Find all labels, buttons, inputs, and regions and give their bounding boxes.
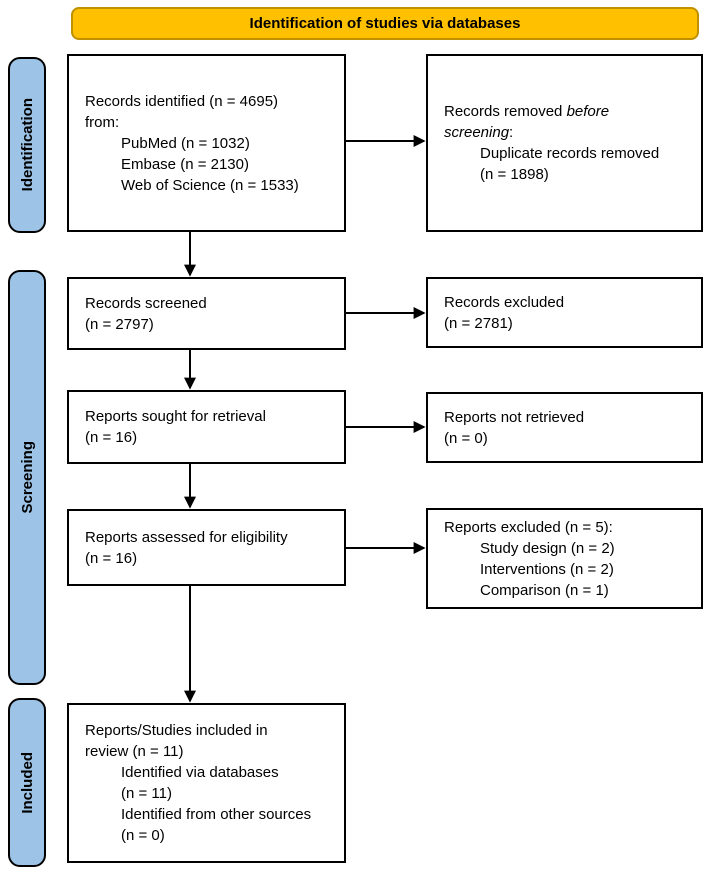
text-line: Records removed before [444,101,693,122]
text-line: Reports excluded (n = 5): [444,518,613,536]
text-line: Records screened [85,294,207,312]
stage-label-included: Included [18,751,36,814]
box-reports-sought: Reports sought for retrieval (n = 16) [67,390,346,464]
stage-bar-included: Included [8,698,46,867]
box-reports-excluded: Reports excluded (n = 5): Study design (… [426,508,703,609]
text-line: review (n = 11) [85,743,184,760]
text-line: Web of Science (n = 1533) [121,176,299,194]
text-segment: : [509,124,514,141]
box-records-identified: Records identified (n = 4695) from: PubM… [67,54,346,232]
stage-label-identification: Identification [18,98,36,192]
text-segment-italic: screening [444,124,510,141]
banner: Identification of studies via databases [71,7,699,40]
box-records-removed: Records removed before screening: Duplic… [426,54,703,232]
text-segment: Records removed [444,103,563,120]
text-line: (n = 11) [121,785,172,802]
text-line: (n = 2781) [444,314,513,332]
text-line: Records identified (n = 4695) [85,92,279,110]
text-line: from: [85,113,120,131]
text-line: Duplicate records removed [480,145,660,162]
box-records-excluded: Records excluded (n = 2781) [426,277,703,348]
box-records-screened: Records screened (n = 2797) [67,277,346,350]
text-line: (n = 1898) [480,166,549,183]
banner-title: Identification of studies via databases [249,15,521,32]
stage-label-screening: Screening [18,441,36,514]
text-line: Records excluded [444,293,565,311]
text-line: Interventions (n = 2) [480,560,614,578]
text-line: Reports sought for retrieval [85,408,266,425]
text-line: Reports/Studies included in [85,722,268,739]
text-line: Comparison (n = 1) [480,581,609,599]
text-line: (n = 2797) [85,315,154,333]
text-line: PubMed (n = 1032) [121,134,250,152]
text-line: (n = 16) [85,549,138,567]
text-line: Identified from other sources [121,806,312,823]
text-line: Reports not retrieved [444,408,585,426]
box-reports-not-retrieved: Reports not retrieved (n = 0) [426,392,703,463]
stage-bar-identification: Identification [8,57,46,233]
text-line: Embase (n = 2130) [121,155,249,173]
box-included-studies: Reports/Studies included in review (n = … [67,703,346,863]
text-line: (n = 0) [121,827,165,844]
box-reports-assessed: Reports assessed for eligibility (n = 16… [67,509,346,586]
text-line: Study design (n = 2) [480,539,615,557]
text-segment-italic: before [566,103,610,120]
text-line: Reports assessed for eligibility [85,528,288,546]
stage-bar-screening: Screening [8,270,46,685]
text-line: screening: [444,122,693,143]
text-line: (n = 16) [85,429,138,446]
text-line: (n = 0) [444,429,488,447]
text-line: Identified via databases [121,764,279,781]
